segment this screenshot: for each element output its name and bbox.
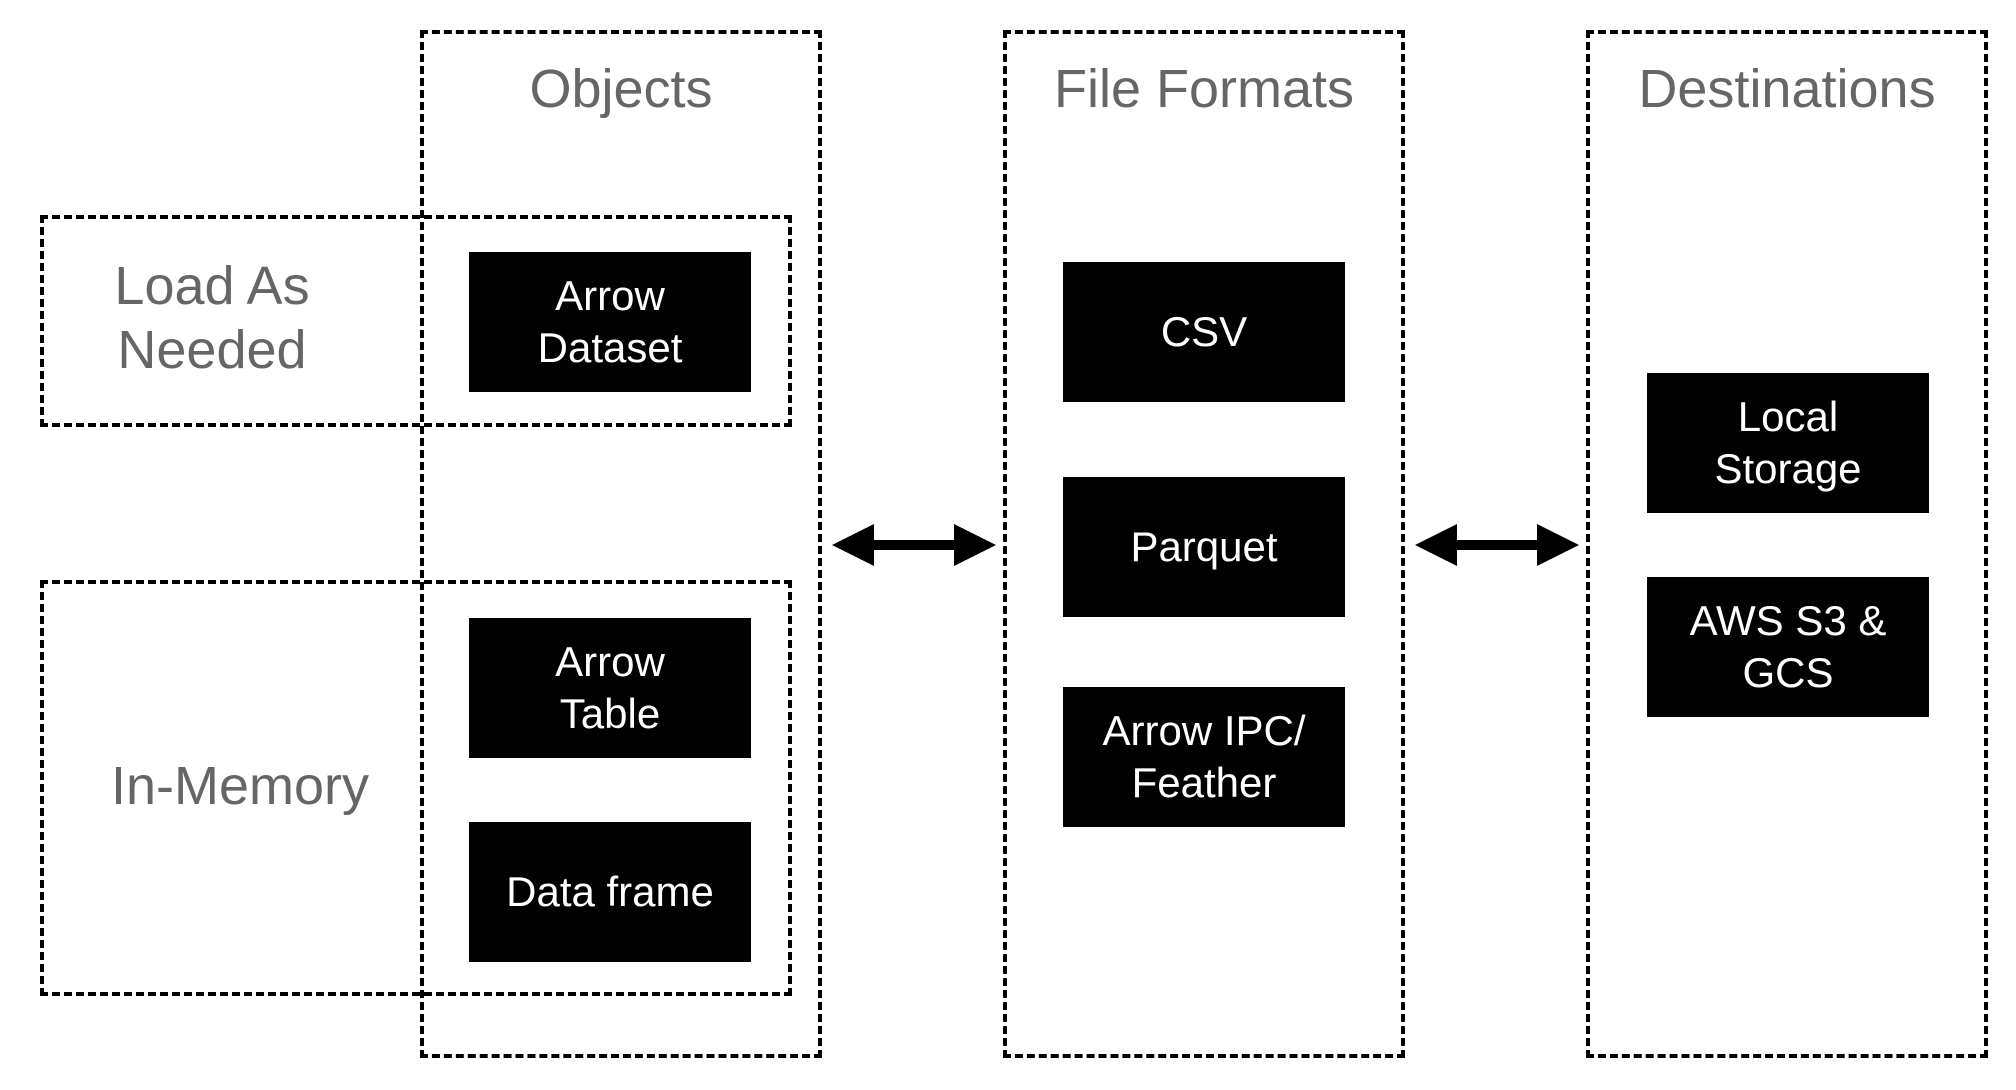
objects-column-title: Objects [529,59,713,119]
parquet-label: Parquet [1130,523,1278,570]
objects-column-frame [420,30,822,1058]
in-memory-label: In-Memory [110,756,370,816]
objects-formats-double-arrow-icon [832,524,996,566]
arrow-ipc-line-2: Feather [1131,759,1277,806]
arrow-table-line-2: Table [559,690,661,737]
arrow-ipc-feather-box: Arrow IPC/ Feather [1063,687,1345,827]
data-frame-box: Data frame [469,822,751,962]
formats-destinations-double-arrow-icon [1415,524,1579,566]
arrow-dataset-line-1: Arrow [555,272,665,319]
arrow-table-box: Arrow Table [469,618,751,758]
parquet-box: Parquet [1063,477,1345,617]
file-formats-column-frame [1003,30,1405,1058]
load-as-needed-label-line-1: Load As [114,256,310,316]
arrow-ipc-line-1: Arrow IPC/ [1102,707,1306,754]
destinations-column-title: Destinations [1638,59,1936,119]
arrow-table-line-1: Arrow [555,638,665,685]
local-storage-box: Local Storage [1647,373,1929,513]
in-memory-group-frame [40,580,792,996]
cloud-storage-box: AWS S3 & GCS [1647,577,1929,717]
csv-box: CSV [1063,262,1345,402]
destinations-column-frame [1586,30,1988,1058]
cloud-storage-line-2: GCS [1742,649,1834,696]
local-storage-line-1: Local [1737,393,1839,440]
arrow-dataset-box: Arrow Dataset [469,252,751,392]
data-frame-label: Data frame [506,868,714,915]
load-as-needed-label: Load As Needed [72,254,352,382]
cloud-storage-line-1: AWS S3 & [1689,597,1887,644]
arrow-dataset-line-2: Dataset [537,324,683,371]
csv-label: CSV [1160,308,1248,355]
load-as-needed-label-line-2: Needed [117,320,307,380]
load-as-needed-group-frame [40,215,792,427]
file-formats-column-title: File Formats [1053,59,1355,119]
local-storage-line-2: Storage [1714,445,1862,492]
